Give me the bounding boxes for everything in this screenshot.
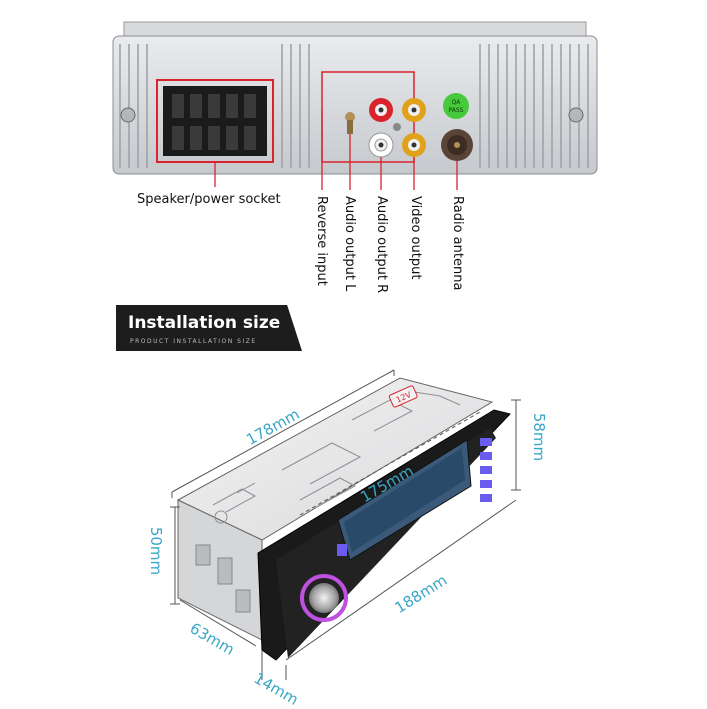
socket-pin bbox=[226, 94, 238, 118]
video-output-label: Video output bbox=[408, 196, 423, 280]
dimension-50mm: 50mm bbox=[147, 526, 166, 576]
reverse-input-label: Reverse input bbox=[314, 196, 329, 286]
ce-mark-icon bbox=[214, 510, 228, 524]
installation-size-banner: Installation size PRODUCT INSTALLATION S… bbox=[116, 305, 302, 351]
installation-drawing: 12V bbox=[170, 369, 521, 680]
socket-pin bbox=[172, 126, 184, 150]
radio-antenna-port bbox=[441, 129, 473, 161]
audio-left-rca-jack bbox=[368, 132, 394, 158]
voltage-badge: 12V bbox=[388, 385, 418, 408]
socket-pin bbox=[172, 94, 184, 118]
video-rca-jack bbox=[402, 98, 426, 122]
socket-pin bbox=[190, 126, 202, 150]
side-buttons bbox=[480, 438, 492, 502]
dimension-58mm: 58mm bbox=[530, 412, 549, 462]
volume-knob-ring bbox=[300, 574, 348, 622]
socket-pin bbox=[244, 94, 256, 118]
svg-text:QA: QA bbox=[452, 99, 462, 106]
video-secondary-rca-jack bbox=[402, 133, 426, 157]
socket-pin bbox=[208, 94, 220, 118]
reverse-input-port bbox=[345, 112, 355, 134]
socket-pin bbox=[244, 126, 256, 150]
speaker-power-socket bbox=[156, 79, 274, 163]
socket-pin bbox=[226, 126, 238, 150]
volume-knob-icon bbox=[309, 583, 339, 613]
svg-text:PASS: PASS bbox=[449, 107, 464, 114]
installation-size-title: Installation size bbox=[128, 313, 281, 333]
audio-right-rca-jack bbox=[369, 98, 393, 122]
dimension-lines bbox=[170, 369, 521, 680]
leader-lines bbox=[214, 110, 458, 190]
installation-size-subtitle: PRODUCT INSTALLATION SIZE bbox=[130, 338, 257, 345]
radio-antenna-label: Radio antenna bbox=[450, 196, 465, 291]
socket-pin bbox=[208, 126, 220, 150]
speaker-power-socket-label: Speaker/power socket bbox=[137, 192, 281, 207]
qa-pass-badge: QA PASS bbox=[443, 93, 469, 119]
screw-icon bbox=[393, 123, 401, 131]
screw-icon bbox=[120, 107, 136, 123]
power-button-icon bbox=[337, 544, 347, 556]
audio-output-l-label: Audio output L bbox=[342, 196, 357, 292]
rear-panel: QA PASS bbox=[112, 21, 598, 190]
audio-output-r-label: Audio output R bbox=[374, 196, 389, 294]
socket-pin bbox=[190, 94, 202, 118]
screw-icon bbox=[568, 107, 584, 123]
